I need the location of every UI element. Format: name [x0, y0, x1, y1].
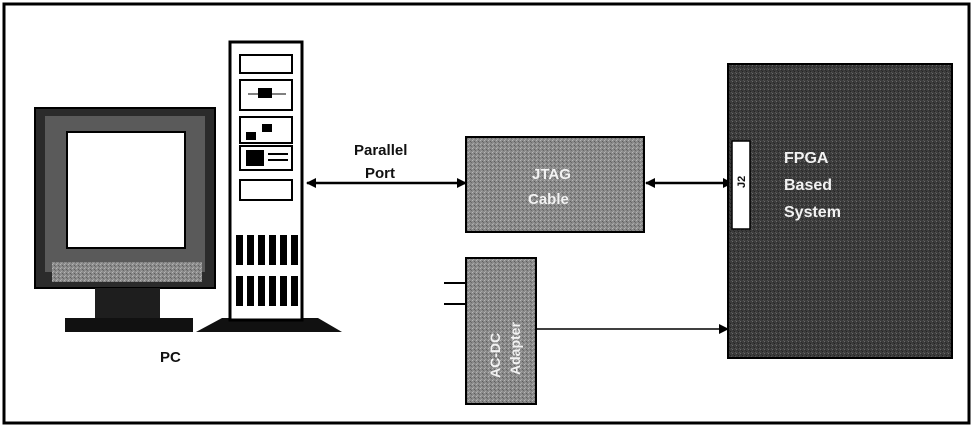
j2-connector: J2 — [732, 141, 750, 229]
j2-label: J2 — [736, 176, 748, 188]
jtag-label-line2: Cable — [528, 191, 569, 208]
jtag-label-line1: JTAG — [532, 166, 571, 183]
adapter-label-line1: AC-DC — [487, 333, 503, 378]
pc-label: PC — [160, 349, 181, 366]
fpga-label-line1: FPGA — [784, 150, 829, 167]
jtag-cable-block: JTAG Cable — [466, 137, 644, 232]
parallel-port-label-line1: Parallel — [354, 142, 407, 159]
adapter-label-line2: Adapter — [507, 322, 523, 375]
fpga-label-line2: Based — [784, 177, 832, 194]
fpga-label-line3: System — [784, 204, 841, 221]
parallel-port-label-line2: Port — [365, 165, 395, 182]
fpga-system-block: FPGA Based System — [728, 64, 952, 358]
